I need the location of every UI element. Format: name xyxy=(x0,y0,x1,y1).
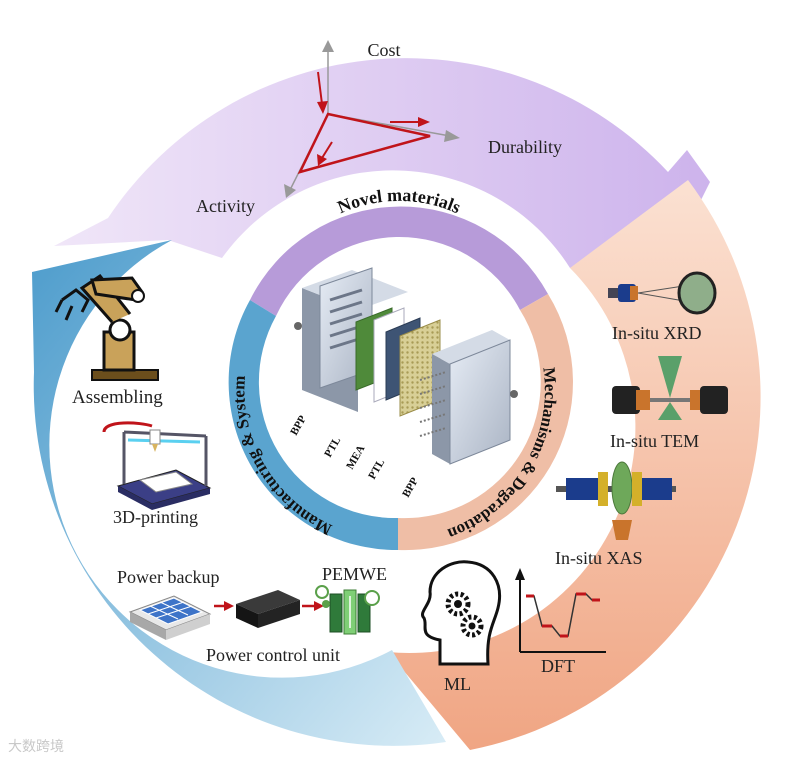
power-control-unit-icon xyxy=(236,590,300,628)
xrd-icon xyxy=(608,271,717,315)
3d-printer-icon xyxy=(102,421,212,510)
axis-label-durability: Durability xyxy=(488,137,562,157)
ml-head-icon xyxy=(421,560,501,666)
dft-plot-icon xyxy=(515,568,606,653)
label-pemwe: PEMWE xyxy=(322,564,387,584)
ring-left-band xyxy=(228,300,398,551)
label-power-backup: Power backup xyxy=(117,567,219,587)
label-3d-printing: 3D-printing xyxy=(113,507,198,527)
arrow-control-to-pemwe xyxy=(302,601,324,611)
watermark-text: 大数跨境 xyxy=(8,739,64,755)
robot-arm-icon xyxy=(54,273,159,381)
axis-label-activity: Activity xyxy=(196,196,255,216)
electrolyzer-stack xyxy=(294,267,518,465)
label-assembling: Assembling xyxy=(72,387,163,408)
label-ml: ML xyxy=(444,674,471,694)
solar-panel-icon xyxy=(128,595,212,640)
label-in-situ-xas: In-situ XAS xyxy=(555,548,643,568)
label-in-situ-tem: In-situ TEM xyxy=(610,431,699,451)
label-in-situ-xrd: In-situ XRD xyxy=(612,323,702,343)
tradeoff-triangle xyxy=(297,112,431,174)
label-dft: DFT xyxy=(541,656,575,676)
bpp-plate-right xyxy=(419,330,518,465)
materials-axes xyxy=(284,40,460,198)
pemwe-cell-icon xyxy=(315,585,380,635)
tem-icon xyxy=(612,356,728,420)
materials-segment xyxy=(54,58,710,268)
ring-top-band xyxy=(250,206,548,316)
axis-label-cost: Cost xyxy=(367,40,400,60)
mechanisms-segment xyxy=(388,180,761,750)
label-power-control-unit: Power control unit xyxy=(206,645,340,665)
ring-right-band xyxy=(398,294,573,551)
arrow-backup-to-control xyxy=(214,601,234,611)
xas-icon xyxy=(556,461,676,540)
